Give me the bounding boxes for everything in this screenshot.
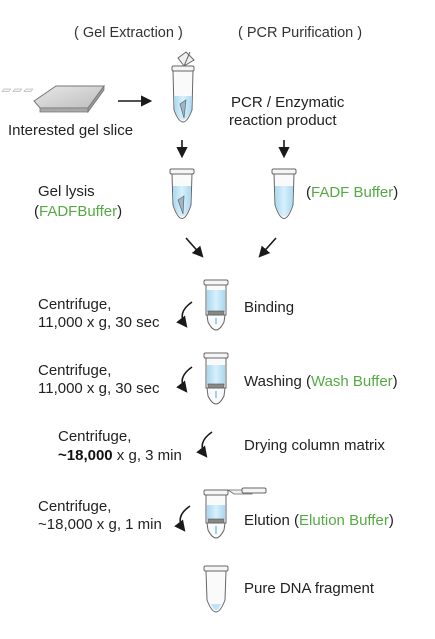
pcr-product-label-line1: PCR / Enzymatic	[231, 94, 345, 111]
binding-step-label: Binding	[244, 299, 295, 316]
pure-dna-label: Pure DNA fragment	[244, 580, 375, 597]
binding-centrifuge-speed: 11,000 x g, 30 sec	[38, 314, 160, 331]
pcr-tube-icon	[271, 168, 297, 219]
arrow-converge-left	[185, 237, 204, 258]
gel-extraction-header: ( Gel Extraction )	[74, 25, 183, 41]
open-tube-gel-icon	[171, 51, 195, 123]
arrow-converge-right	[258, 237, 277, 258]
binding-centrifuge-label: Centrifuge,	[38, 296, 112, 313]
elution-centrifuge-label: Centrifuge,	[38, 498, 112, 515]
washing-centrifuge-label: Centrifuge,	[38, 362, 112, 379]
drying-centrifuge-speed: ~18,000 x g, 3 min	[58, 447, 182, 464]
centrifuge-arrow-icon	[174, 505, 191, 532]
elution-centrifuge-speed: ~18,000 x g, 1 min	[38, 516, 162, 533]
elution-step-label: Elution (Elution Buffer)	[244, 512, 394, 529]
drying-centrifuge-label: Centrifuge,	[58, 428, 132, 445]
fadf-buffer-pcr-label: (FADF Buffer)	[306, 184, 399, 201]
fadf-buffer-name: FADFBuffer	[39, 203, 118, 220]
spin-column-binding-icon	[203, 279, 229, 331]
wash-buffer-name: Wash Buffer	[310, 373, 393, 390]
spin-column-washing-icon	[203, 352, 229, 405]
pcr-purification-header: ( PCR Purification )	[238, 25, 363, 41]
drying-step-label: Drying column matrix	[244, 437, 385, 454]
fadf-buffer-name: FADF Buffer	[311, 184, 394, 201]
centrifuge-arrow-icon	[176, 301, 193, 328]
elution-buffer-name: Elution Buffer	[299, 512, 389, 529]
fadf-buffer-gel-label: (FADFBuffer)	[34, 203, 123, 220]
centrifuge-arrow-icon	[176, 366, 193, 393]
gel-slice-label: Interested gel slice	[8, 122, 134, 139]
gel-lysis-label: Gel lysis	[38, 183, 95, 200]
lysis-tube-gel-icon	[169, 168, 195, 219]
washing-step-label: Washing (Wash Buffer)	[244, 373, 398, 390]
washing-centrifuge-speed: 11,000 x g, 30 sec	[38, 380, 160, 397]
pcr-product-label-line2: reaction product	[229, 112, 337, 129]
gel-slice-icon	[0, 84, 105, 114]
centrifuge-arrow-icon	[196, 431, 213, 458]
spin-column-elution-icon	[203, 487, 267, 539]
pure-dna-tube-icon	[203, 565, 229, 613]
